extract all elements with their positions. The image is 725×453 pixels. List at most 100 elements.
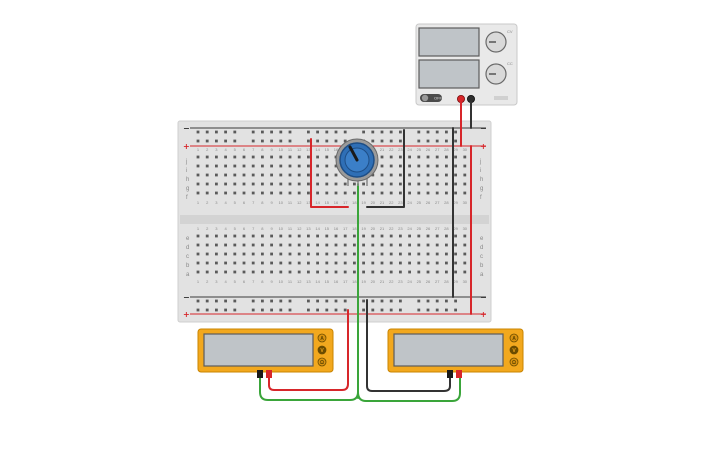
breadboard-hole[interactable] bbox=[353, 270, 356, 274]
breadboard-hole[interactable] bbox=[408, 243, 411, 247]
breadboard-hole[interactable] bbox=[270, 308, 273, 312]
breadboard-hole[interactable] bbox=[334, 130, 338, 134]
breadboard-hole[interactable] bbox=[297, 234, 301, 238]
breadboard-hole[interactable] bbox=[463, 173, 467, 177]
breadboard-hole[interactable] bbox=[334, 243, 338, 247]
breadboard-hole[interactable] bbox=[371, 270, 375, 274]
breadboard-hole[interactable] bbox=[205, 155, 209, 159]
current-knob[interactable] bbox=[485, 63, 507, 85]
breadboard-hole[interactable] bbox=[343, 243, 347, 247]
breadboard-hole[interactable] bbox=[353, 234, 356, 238]
breadboard-hole[interactable] bbox=[408, 252, 411, 256]
breadboard-hole[interactable] bbox=[297, 164, 301, 168]
breadboard-hole[interactable] bbox=[334, 182, 338, 186]
breadboard-hole[interactable] bbox=[288, 155, 292, 159]
breadboard-hole[interactable] bbox=[380, 139, 384, 143]
breadboard-hole[interactable] bbox=[389, 308, 393, 312]
breadboard-hole[interactable] bbox=[389, 234, 393, 238]
breadboard-hole[interactable] bbox=[417, 139, 421, 143]
breadboard-hole[interactable] bbox=[399, 252, 402, 256]
breadboard-hole[interactable] bbox=[233, 234, 237, 238]
breadboard-hole[interactable] bbox=[205, 191, 209, 195]
breadboard-hole[interactable] bbox=[389, 139, 393, 143]
breadboard-hole[interactable] bbox=[205, 299, 209, 303]
breadboard-hole[interactable] bbox=[454, 164, 457, 168]
breadboard-hole[interactable] bbox=[297, 173, 301, 177]
breadboard-hole[interactable] bbox=[307, 261, 310, 265]
breadboard-hole[interactable] bbox=[426, 155, 430, 159]
breadboard-hole[interactable] bbox=[371, 173, 375, 177]
breadboard-hole[interactable] bbox=[279, 130, 283, 134]
breadboard-hole[interactable] bbox=[288, 299, 292, 303]
breadboard-hole[interactable] bbox=[371, 243, 375, 247]
breadboard-hole[interactable] bbox=[270, 261, 273, 265]
breadboard-hole[interactable] bbox=[399, 299, 402, 303]
breadboard-hole[interactable] bbox=[417, 173, 421, 177]
breadboard-hole[interactable] bbox=[445, 130, 448, 134]
breadboard-hole[interactable] bbox=[445, 308, 448, 312]
breadboard-hole[interactable] bbox=[389, 173, 393, 177]
breadboard-hole[interactable] bbox=[251, 234, 255, 238]
breadboard-hole[interactable] bbox=[261, 252, 264, 256]
breadboard-hole[interactable] bbox=[297, 243, 301, 247]
breadboard-hole[interactable] bbox=[454, 130, 457, 134]
breadboard-hole[interactable] bbox=[196, 191, 200, 195]
breadboard-hole[interactable] bbox=[334, 299, 338, 303]
breadboard-hole[interactable] bbox=[445, 155, 448, 159]
probe-jack-v[interactable] bbox=[456, 370, 462, 378]
breadboard-hole[interactable] bbox=[353, 191, 356, 195]
breadboard-hole[interactable] bbox=[435, 261, 439, 265]
breadboard-hole[interactable] bbox=[261, 308, 264, 312]
breadboard-hole[interactable] bbox=[380, 299, 384, 303]
breadboard-hole[interactable] bbox=[371, 191, 375, 195]
breadboard-hole[interactable] bbox=[426, 270, 430, 274]
breadboard-hole[interactable] bbox=[454, 182, 457, 186]
breadboard-hole[interactable] bbox=[279, 191, 283, 195]
breadboard-hole[interactable] bbox=[261, 155, 264, 159]
breadboard-hole[interactable] bbox=[251, 182, 255, 186]
breadboard-hole[interactable] bbox=[399, 182, 402, 186]
breadboard-hole[interactable] bbox=[389, 243, 393, 247]
breadboard-hole[interactable] bbox=[334, 234, 338, 238]
breadboard-hole[interactable] bbox=[334, 270, 338, 274]
potentiometer[interactable] bbox=[335, 138, 379, 186]
breadboard-hole[interactable] bbox=[215, 243, 218, 247]
breadboard-hole[interactable] bbox=[334, 191, 338, 195]
breadboard-hole[interactable] bbox=[445, 299, 448, 303]
breadboard-hole[interactable] bbox=[389, 130, 393, 134]
breadboard-hole[interactable] bbox=[261, 261, 264, 265]
breadboard-hole[interactable] bbox=[325, 182, 329, 186]
breadboard-hole[interactable] bbox=[233, 261, 237, 265]
breadboard-hole[interactable] bbox=[399, 139, 402, 143]
breadboard-hole[interactable] bbox=[325, 270, 329, 274]
breadboard-hole[interactable] bbox=[380, 261, 384, 265]
breadboard-hole[interactable] bbox=[297, 270, 301, 274]
breadboard-hole[interactable] bbox=[261, 270, 264, 274]
breadboard-hole[interactable] bbox=[297, 261, 301, 265]
breadboard-hole[interactable] bbox=[389, 270, 393, 274]
breadboard-hole[interactable] bbox=[205, 308, 209, 312]
breadboard-hole[interactable] bbox=[270, 299, 273, 303]
breadboard-hole[interactable] bbox=[224, 155, 227, 159]
breadboard-hole[interactable] bbox=[463, 270, 467, 274]
breadboard-hole[interactable] bbox=[435, 234, 439, 238]
breadboard-hole[interactable] bbox=[196, 270, 200, 274]
breadboard-hole[interactable] bbox=[316, 191, 319, 195]
voltage-knob[interactable] bbox=[485, 31, 507, 53]
breadboard-hole[interactable] bbox=[399, 191, 402, 195]
breadboard-hole[interactable] bbox=[417, 182, 421, 186]
breadboard-hole[interactable] bbox=[463, 252, 467, 256]
breadboard-hole[interactable] bbox=[380, 191, 384, 195]
breadboard-hole[interactable] bbox=[297, 191, 301, 195]
breadboard-hole[interactable] bbox=[196, 182, 200, 186]
breadboard-hole[interactable] bbox=[224, 270, 227, 274]
breadboard-hole[interactable] bbox=[343, 139, 347, 143]
breadboard-hole[interactable] bbox=[435, 139, 439, 143]
breadboard-hole[interactable] bbox=[408, 155, 411, 159]
breadboard-hole[interactable] bbox=[325, 234, 329, 238]
breadboard-hole[interactable] bbox=[215, 139, 218, 143]
breadboard-hole[interactable] bbox=[251, 270, 255, 274]
breadboard-hole[interactable] bbox=[417, 191, 421, 195]
breadboard-hole[interactable] bbox=[233, 173, 237, 177]
breadboard-hole[interactable] bbox=[454, 139, 457, 143]
